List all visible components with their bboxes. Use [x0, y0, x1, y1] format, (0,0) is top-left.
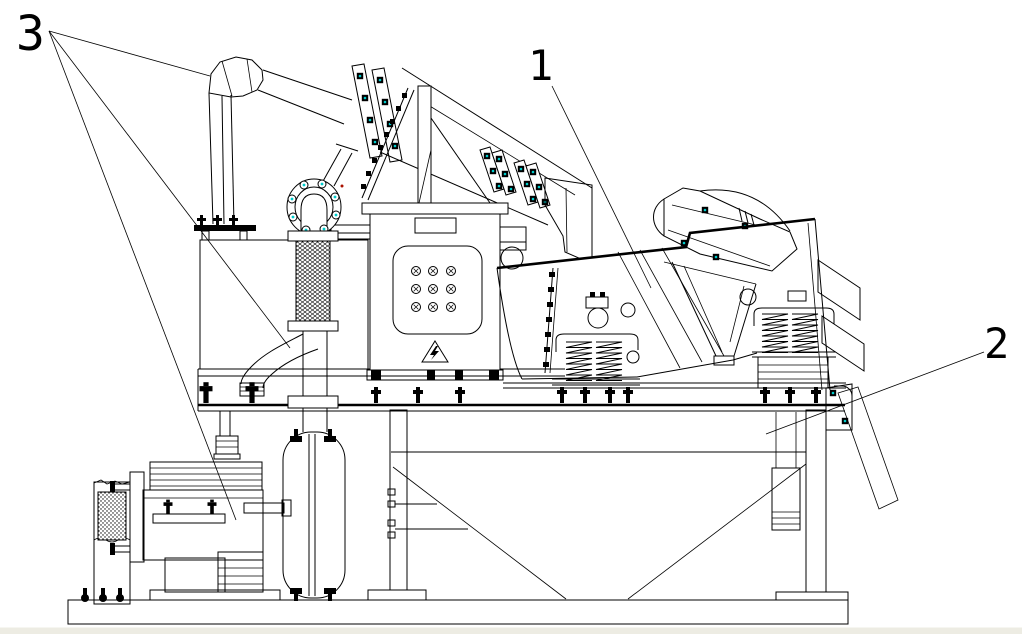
vibrating-screen [496, 217, 831, 391]
screen-deck-edge [496, 217, 816, 270]
hydrocyclone [653, 187, 798, 366]
spring-pedestal [757, 356, 829, 389]
pump-volute [282, 431, 346, 599]
spring-pack-right [752, 307, 836, 389]
under-deck-spout [771, 412, 801, 531]
electric-motor [110, 461, 292, 601]
pipe-elbow [208, 56, 264, 98]
fan-grille [97, 491, 127, 541]
callouts: 3 1 2 [16, 6, 1009, 521]
callout-2-label: 2 [984, 319, 1009, 368]
hopper-right-slope [627, 463, 807, 600]
pump-bolts [290, 429, 336, 601]
discharge-plate-upper [817, 259, 861, 321]
discharge-hose-assembly [239, 143, 359, 409]
panel-knobs [411, 266, 456, 312]
anchor-bolts [81, 588, 124, 602]
fan-cover [93, 479, 131, 605]
callout-1-label: 1 [528, 41, 553, 90]
discharge-chutes [771, 259, 899, 531]
feed-pipe-assembly [208, 56, 403, 225]
callout-3-leader-b [48, 30, 291, 349]
grease-fitting [585, 292, 609, 329]
pump-motor-unit [93, 408, 346, 605]
cabinet-panel [392, 245, 483, 335]
base-skid [67, 588, 849, 625]
screen-bolt-seam [543, 267, 559, 374]
cabinet-post [417, 85, 432, 205]
curved-drain-pipe [240, 333, 304, 385]
discharge-plate-lower [821, 315, 865, 372]
round-flange [286, 178, 342, 236]
bolted-edge-strip [361, 87, 415, 201]
hopper-left-slope [392, 466, 567, 600]
spring-mounts [552, 307, 836, 389]
flange-union-mid2 [513, 159, 551, 209]
cyclone-cone [663, 261, 757, 366]
callout-3-label: 3 [16, 6, 45, 62]
flange-union-left [340, 63, 403, 188]
downspout [544, 177, 593, 260]
callout-3-leader-c [48, 30, 237, 521]
callout-1-leader [551, 85, 652, 289]
flexible-hose [295, 240, 331, 322]
footer-strip [0, 627, 1022, 634]
spring-pack-left [552, 333, 640, 386]
high-voltage-warning-icon [421, 340, 449, 363]
inclined-feed-pipe [379, 67, 593, 260]
pipe-stand [194, 215, 256, 241]
callout-2-leader [765, 351, 985, 435]
cabinet-nameplate [414, 217, 457, 234]
control-cabinet [325, 85, 527, 381]
flange-union-mid [479, 146, 517, 196]
callout-3-leader-a [48, 30, 211, 77]
support-frame [387, 409, 827, 600]
side-discharge-chute [825, 383, 899, 510]
